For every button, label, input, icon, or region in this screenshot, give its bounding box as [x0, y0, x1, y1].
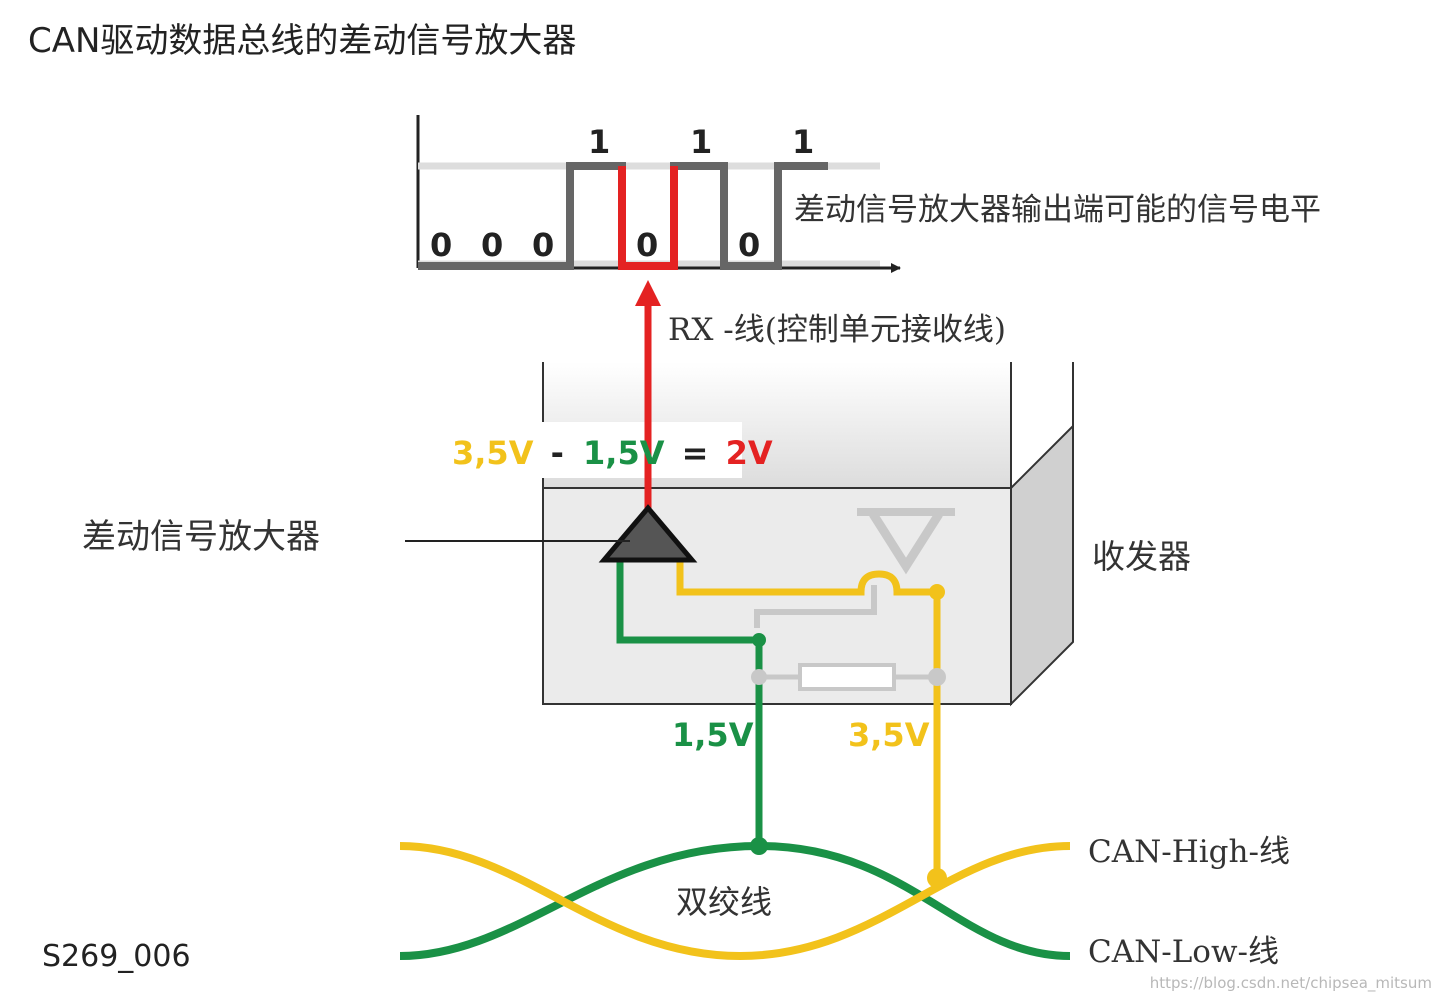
- transceiver-side-face: [1010, 423, 1074, 707]
- termination-resistor: [759, 663, 937, 691]
- bit-low-2: 0: [481, 226, 503, 264]
- transceiver-box: 收发器: [542, 362, 1191, 707]
- junction-can-high-bus: [927, 868, 947, 888]
- equation-background: [440, 422, 742, 478]
- equation-minus: -: [551, 434, 564, 472]
- twisted-pair-label: 双绞线: [676, 883, 772, 921]
- can-low-label: CAN-Low-线: [1088, 934, 1279, 970]
- can-high-internal-wire: [676, 562, 937, 596]
- rx-line-label: RX -线(控制单元接收线): [668, 312, 1006, 348]
- resistor-body: [798, 663, 896, 691]
- differential-amplifier: [598, 478, 698, 563]
- voltage-equation: 3,5V - 1,5V = 2V: [452, 434, 773, 472]
- bit-high-2: 1: [690, 123, 712, 161]
- rx-arrow-head: [635, 280, 661, 306]
- bit-low-1: 0: [430, 226, 452, 264]
- equation-equals: =: [682, 434, 709, 472]
- signal-level-label: 差动信号放大器输出端可能的信号电平: [794, 192, 1321, 228]
- driver-triangle: [869, 511, 943, 575]
- can-high-voltage-label: 3,5V: [848, 716, 930, 754]
- equation-high: 3,5V: [452, 434, 534, 472]
- equation-low: 1,5V: [583, 434, 665, 472]
- grey-internal-wire: [754, 585, 877, 628]
- amplifier-triangle: [598, 504, 698, 563]
- can-high-wire: [399, 842, 1071, 961]
- junction-yellow-internal: [929, 584, 945, 600]
- bit-low-5: 0: [738, 226, 760, 264]
- amplifier-label: 差动信号放大器: [82, 517, 320, 557]
- junction-can-low-bus: [750, 837, 768, 855]
- figure-code: S269_006: [42, 939, 191, 974]
- can-low-internal-wire: [616, 560, 759, 644]
- bit-low-3: 0: [532, 226, 554, 264]
- can-high-label: CAN-High-线: [1088, 834, 1290, 870]
- junction-green-internal: [752, 633, 766, 647]
- transceiver-label: 收发器: [1092, 537, 1191, 576]
- bit-high-3: 1: [792, 123, 814, 161]
- diagram-title: CAN驱动数据总线的差动信号放大器: [28, 21, 576, 61]
- signal-waveform-rx-bit: [618, 166, 678, 270]
- watermark: https://blog.csdn.net/chipsea_mitsum: [1150, 974, 1432, 993]
- transmit-driver-icon: [754, 508, 955, 628]
- twisted-pair: 双绞线: [399, 837, 1071, 961]
- junction-resistor-left: [751, 669, 767, 685]
- bit-low-4: 0: [636, 226, 658, 264]
- signal-level-diagram: 1 1 1 0 0 0 0 0 差动信号放大器输出端可能的信号电平: [416, 115, 1321, 273]
- can-low-voltage-label: 1,5V: [672, 716, 754, 754]
- junction-resistor-right: [928, 668, 946, 686]
- bit-high-1: 1: [588, 123, 610, 161]
- equation-result: 2V: [726, 434, 773, 472]
